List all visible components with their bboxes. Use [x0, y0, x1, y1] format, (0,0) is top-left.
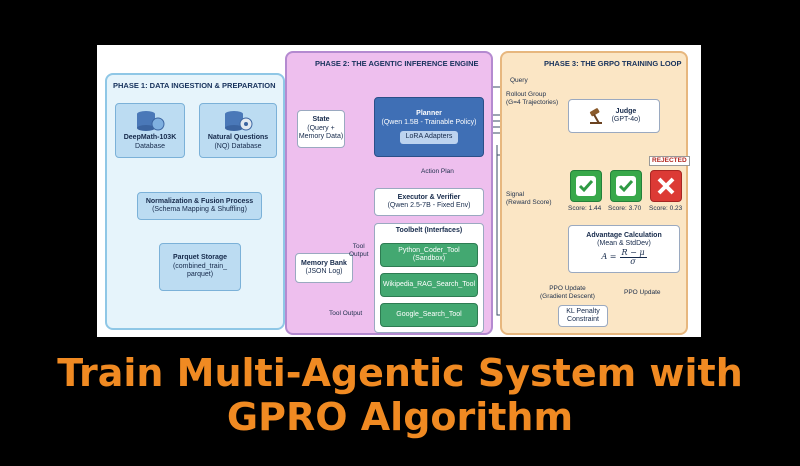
architecture-diagram: PHASE 1: DATA INGESTION & PREPARATION De…	[97, 45, 701, 337]
formula-num: R − μ	[619, 247, 647, 258]
lora-adapters: LoRA Adapters	[399, 131, 459, 144]
judge-box: Judge (GPT-4o)	[568, 99, 660, 133]
planner-sub: (Qwen 1.5B - Trainable Policy)	[381, 118, 477, 126]
phase3-title: PHASE 3: THE GRPO TRAINING LOOP	[544, 59, 682, 68]
nq-sub: (NQ) Database	[214, 142, 262, 150]
gavel-icon	[589, 108, 602, 124]
score-2: Score: 3.70	[608, 205, 642, 212]
query-label: Query	[510, 77, 528, 84]
action-plan-label: Action Plan	[421, 168, 454, 175]
nq-label: Natural Questions	[207, 134, 269, 141]
nq-database: Natural Questions (NQ) Database	[199, 103, 277, 158]
caption-line-2: GPRO Algorithm	[226, 395, 574, 439]
executor-box: Executor & Verifier (Qwen 2.5-7B - Fixed…	[374, 188, 484, 216]
ppo-left-line2: (Gradient Descent)	[540, 293, 595, 300]
formula-den: σ	[630, 257, 636, 266]
phase1-panel: PHASE 1: DATA INGESTION & PREPARATION De…	[105, 73, 285, 330]
phase2-title: PHASE 2: THE AGENTIC INFERENCE ENGINE	[315, 59, 479, 68]
tool-output-label-2: Tool Output	[329, 310, 363, 317]
cross-icon	[657, 177, 675, 195]
executor-label: Executor & Verifier	[397, 193, 461, 201]
toolbelt-label: Toolbelt (Interfaces)	[395, 227, 463, 234]
rollout-label: Rollout Group (G=4 Trajectories)	[506, 91, 558, 107]
rollout-line1: Rollout Group	[506, 91, 547, 98]
tool-output-label-1: Tool Output	[349, 243, 369, 259]
reject-card	[650, 170, 682, 202]
phase1-title: PHASE 1: DATA INGESTION & PREPARATION	[113, 81, 276, 90]
memory-bank-box: Memory Bank (JSON Log)	[295, 253, 353, 283]
state-sub1: (Query +	[307, 124, 335, 132]
accept-card-1	[570, 170, 602, 202]
accept-card-2	[610, 170, 642, 202]
memory-sub: (JSON Log)	[305, 268, 343, 275]
ppo-update-right: PPO Update	[624, 289, 661, 296]
parquet-storage: Parquet Storage (combined_train_ parquet…	[159, 243, 241, 291]
check-icon	[616, 176, 636, 196]
normalization-sub: (Schema Mapping & Shuffling)	[152, 206, 247, 213]
python-tool-label: Python_Coder_Tool (Sandbox)	[398, 246, 460, 263]
planner-label: Planner	[416, 110, 442, 118]
score-1: Score: 1.44	[568, 205, 602, 212]
advantage-sub: (Mean & StdDev)	[597, 240, 651, 247]
deepmath-label: DeepMath-103K	[123, 134, 177, 141]
score-3: Score: 0.23	[649, 205, 683, 212]
judge-label: Judge	[615, 107, 637, 115]
tool-output-1-line2: Output	[349, 251, 369, 258]
ppo-left-line1: PPO Update	[549, 285, 586, 292]
state-box: State (Query + Memory Data)	[297, 110, 345, 148]
python-coder-tool: Python_Coder_Tool (Sandbox)	[380, 243, 478, 267]
state-sub2: Memory Data)	[298, 133, 344, 141]
planner-box: Planner (Qwen 1.5B - Trainable Policy) L…	[374, 97, 484, 157]
judge-sub: (GPT-4o)	[611, 116, 641, 123]
memory-label: Memory Bank	[301, 259, 347, 267]
parquet-label: Parquet Storage	[172, 254, 228, 262]
advantage-formula: A = R − μ σ	[601, 247, 647, 267]
wikipedia-tool-label: Wikipedia_RAG_Search_Tool	[382, 280, 476, 288]
rejected-badge: REJECTED	[649, 156, 690, 166]
deepmath-database: DeepMath-103K Database	[115, 103, 185, 158]
database-icon	[137, 111, 165, 131]
formula-fraction: R − μ σ	[619, 247, 647, 267]
advantage-label: Advantage Calculation	[586, 231, 662, 239]
normalization-process: Normalization & Fusion Process (Schema M…	[137, 192, 262, 220]
signal-label: Signal (Reward Score)	[506, 191, 552, 207]
normalization-label: Normalization & Fusion Process	[145, 197, 254, 205]
google-tool-label: Google_Search_Tool	[396, 310, 462, 318]
kl-penalty-box: KL Penalty Constraint	[558, 305, 608, 327]
formula-lhs: A =	[601, 252, 617, 262]
gear-icon	[225, 111, 253, 131]
signal-line1: Signal	[506, 191, 525, 198]
deepmath-sub: Database	[135, 142, 165, 150]
check-icon	[576, 176, 596, 196]
rollout-line2: (G=4 Trajectories)	[506, 99, 559, 106]
google-search-tool: Google_Search_Tool	[380, 303, 478, 327]
state-label: State	[312, 116, 330, 124]
advantage-box: Advantage Calculation (Mean & StdDev) A …	[568, 225, 680, 273]
executor-sub: (Qwen 2.5-7B - Fixed Env)	[387, 202, 471, 209]
parquet-sub2: parquet)	[186, 271, 214, 279]
ppo-update-left: PPO Update (Gradient Descent)	[540, 285, 595, 301]
kl-line2: Constraint	[567, 316, 599, 323]
caption-line-1: Train Multi-Agentic System with	[57, 351, 743, 395]
phase2-panel: PHASE 2: THE AGENTIC INFERENCE ENGINE St…	[285, 51, 493, 335]
wikipedia-rag-tool: Wikipedia_RAG_Search_Tool	[380, 273, 478, 297]
tool-output-1-line1: Tool	[352, 243, 365, 250]
signal-line2: (Reward Score)	[506, 199, 552, 206]
kl-line1: KL Penalty	[566, 307, 600, 315]
phase3-panel: PHASE 3: THE GRPO TRAINING LOOP Query Ro…	[500, 51, 690, 335]
parquet-sub1: (combined_train_	[172, 262, 228, 270]
